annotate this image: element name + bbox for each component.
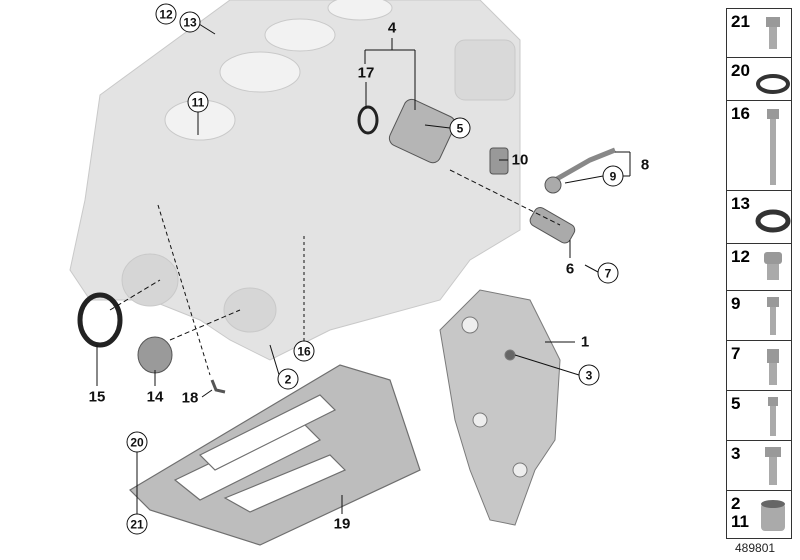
panel-number: 2 11 (731, 494, 749, 531)
bolt-icon (768, 397, 778, 436)
callout-3: 3 (578, 364, 600, 386)
sealing-ring-icon (755, 209, 791, 233)
callout-15: 15 (88, 388, 106, 406)
panel-number: 5 (731, 394, 741, 413)
panel-part-16: 16 (726, 100, 792, 191)
small-parts (77, 98, 616, 394)
dowel-sleeve-icon (761, 500, 785, 531)
callout-6: 6 (565, 260, 575, 278)
o-ring-icon (756, 74, 790, 94)
callout-10: 10 (511, 151, 529, 169)
oil-pan-frame (129, 364, 421, 546)
callout-7: 7 (597, 262, 619, 284)
panel-part-2-11: 2 11 (726, 490, 792, 539)
panel-part-21: 21 (726, 8, 792, 58)
callout-2: 2 (277, 368, 299, 390)
plug-icon (764, 252, 782, 280)
bolt-icon (766, 17, 780, 49)
panel-part-5: 5 (726, 390, 792, 441)
panel-part-9: 9 (726, 290, 792, 341)
panel-part-12: 12 (726, 243, 792, 291)
callout-20: 20 (126, 431, 148, 453)
callout-17: 17 (357, 64, 375, 82)
callout-14: 14 (146, 388, 164, 406)
panel-number: 12 (731, 247, 750, 266)
panel-part-3: 3 (726, 440, 792, 491)
callout-18: 18 (181, 389, 199, 407)
panel-part-7: 7 (726, 340, 792, 391)
bolt-icon (767, 297, 779, 335)
long-bolt-icon (767, 109, 779, 185)
diagram-id: 489801 (735, 541, 776, 555)
callout-9: 9 (602, 165, 624, 187)
callout-8: 8 (640, 156, 650, 174)
callout-21: 21 (126, 513, 148, 535)
panel-part-13: 13 (726, 190, 792, 244)
callout-13: 13 (179, 11, 201, 33)
panel-number: 3 (731, 444, 741, 463)
panel-number: 20 (731, 61, 750, 80)
callout-19: 19 (333, 515, 351, 533)
panel-number: 16 (731, 104, 750, 123)
leader-lines (96, 23, 631, 514)
panel-part-20: 20 (726, 57, 792, 101)
flange-bolt-icon (765, 447, 781, 485)
callout-11: 11 (187, 91, 209, 113)
engine-bracket (439, 289, 561, 526)
engine-block (69, 0, 521, 361)
callout-4: 4 (387, 19, 397, 37)
panel-number: 13 (731, 194, 750, 213)
callout-16: 16 (293, 340, 315, 362)
panel-number: 7 (731, 344, 741, 363)
panel-number: 9 (731, 294, 741, 313)
callout-5: 5 (449, 117, 471, 139)
callout-12: 12 (155, 3, 177, 25)
callout-1: 1 (580, 333, 590, 351)
socket-screw-icon (767, 349, 779, 385)
panel-number: 21 (731, 12, 750, 31)
